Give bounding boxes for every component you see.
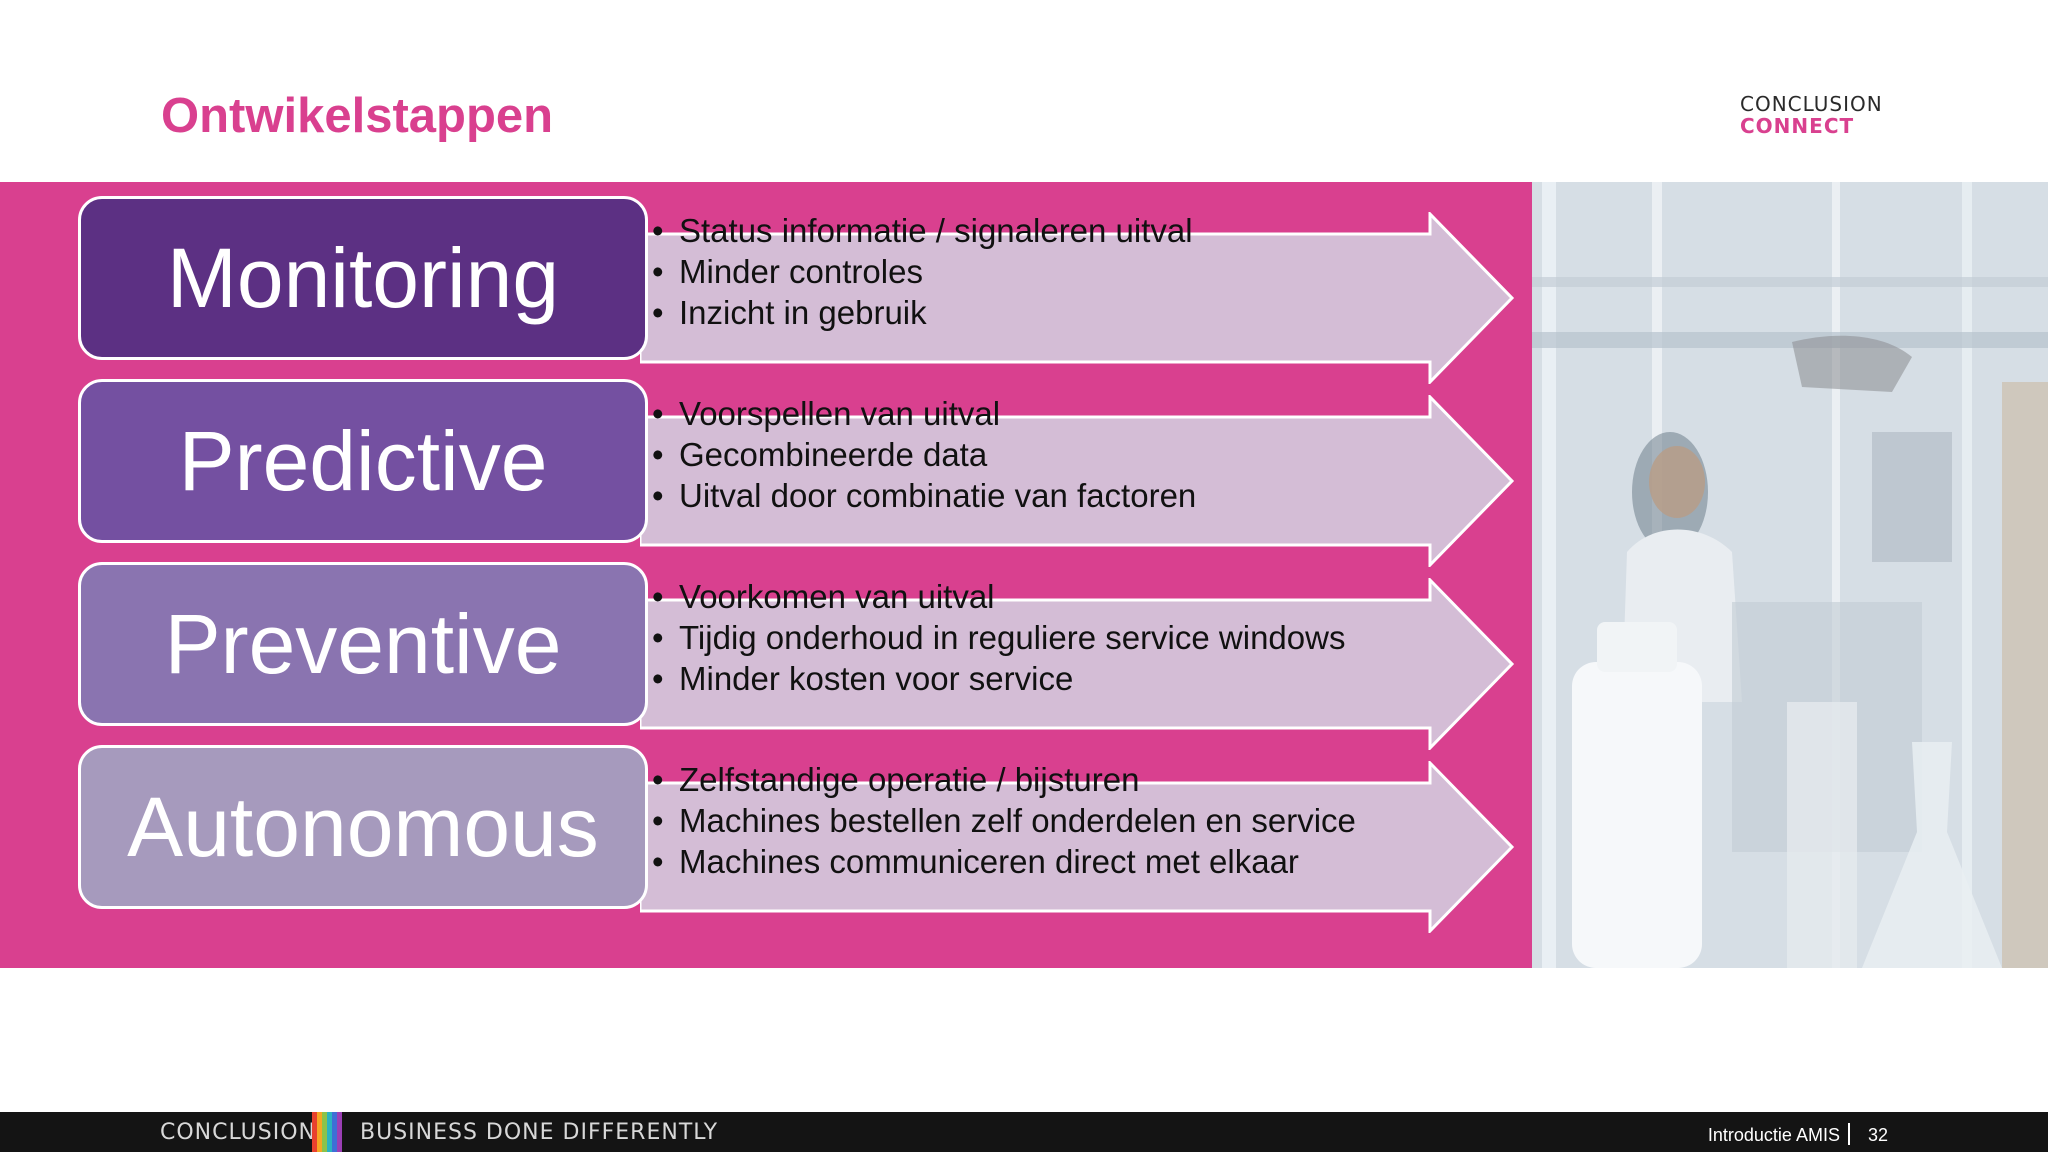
footer-page-info: Introductie AMIS 32 [1708, 1123, 1888, 1146]
footer-separator [1847, 1123, 1850, 1145]
logo-line-2: CONNECT [1740, 114, 1855, 138]
bullet-item: Inzicht in gebruik [652, 292, 1193, 333]
bullet-item: Machines communiceren direct met elkaar [652, 841, 1356, 882]
slide-title: Ontwikelstappen [161, 89, 554, 143]
bullet-item: Minder controles [652, 251, 1193, 292]
step-bullets: Zelfstandige operatie / bijsturenMachine… [652, 759, 1356, 882]
step-label: Autonomous [127, 779, 599, 874]
step-label: Monitoring [166, 230, 560, 325]
color-stripe [322, 1112, 327, 1152]
step-label: Predictive [178, 413, 548, 508]
logo-line-1: CONCLUSION [1740, 92, 1883, 116]
bullet-item: Zelfstandige operatie / bijsturen [652, 759, 1356, 800]
footer-bar: CONCLUSION BUSINESS DONE DIFFERENTLY Int… [0, 1112, 2048, 1152]
step-box: Preventive [78, 562, 648, 726]
color-stripe [312, 1112, 317, 1152]
bullet-item: Minder kosten voor service [652, 658, 1345, 699]
step-row: Predictive Voorspellen van uitvalGecombin… [0, 379, 1532, 567]
bullet-item: Uitval door combinatie van factoren [652, 475, 1196, 516]
footer-tagline: BUSINESS DONE DIFFERENTLY [360, 1120, 719, 1145]
development-steps: Monitoring Status informatie / signaleren… [0, 182, 1532, 968]
step-row: Preventive Voorkomen van uitvalTijdig ond… [0, 562, 1532, 750]
color-stripe [337, 1112, 342, 1152]
conclusion-connect-logo: CONCLUSION CONNECT [1740, 93, 1883, 137]
step-row: Autonomous Zelfstandige operatie / bijstu… [0, 745, 1532, 933]
step-bullets: Voorspellen van uitvalGecombineerde data… [652, 393, 1196, 516]
page-number: 32 [1867, 1125, 1888, 1145]
step-bullets: Status informatie / signaleren uitvalMin… [652, 210, 1193, 333]
step-box: Predictive [78, 379, 648, 543]
step-box: Monitoring [78, 196, 648, 360]
bullet-item: Gecombineerde data [652, 434, 1196, 475]
bullet-item: Status informatie / signaleren uitval [652, 210, 1193, 251]
bullet-item: Machines bestellen zelf onderdelen en se… [652, 800, 1356, 841]
laboratory-photo [1532, 182, 2048, 968]
footer-brand: CONCLUSION [160, 1120, 316, 1145]
presentation-name: Introductie AMIS [1707, 1125, 1840, 1145]
step-row: Monitoring Status informatie / signaleren… [0, 196, 1532, 384]
bullet-item: Voorkomen van uitval [652, 576, 1345, 617]
bullet-item: Voorspellen van uitval [652, 393, 1196, 434]
color-stripe [317, 1112, 322, 1152]
footer-color-stripes [312, 1112, 342, 1152]
step-label: Preventive [164, 596, 562, 691]
bullet-item: Tijdig onderhoud in reguliere service wi… [652, 617, 1345, 658]
step-box: Autonomous [78, 745, 648, 909]
color-stripe [327, 1112, 332, 1152]
step-bullets: Voorkomen van uitvalTijdig onderhoud in … [652, 576, 1345, 699]
color-stripe [332, 1112, 337, 1152]
